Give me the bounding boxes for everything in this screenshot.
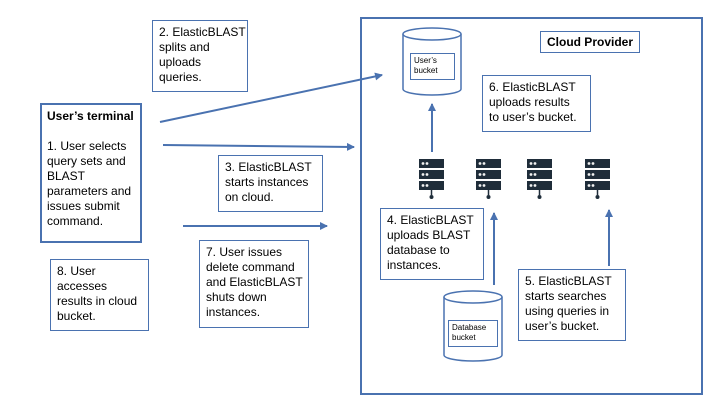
users-terminal-title: User’s terminal xyxy=(47,109,134,123)
cloud-provider-label: Cloud Provider xyxy=(540,31,640,53)
server-icon-4 xyxy=(585,159,610,199)
users-bucket-label: User’s bucket xyxy=(414,56,438,75)
step-5-box: 5. ElasticBLAST starts searches using qu… xyxy=(518,269,626,341)
step-6-box: 6. ElasticBLAST uploads results to user’… xyxy=(482,75,591,132)
step-3-box: 3. ElasticBLAST starts instances on clou… xyxy=(218,155,323,212)
arrow-upload-queries xyxy=(159,72,383,123)
server-icon-3 xyxy=(527,159,552,199)
terminal-line: 1. User selects xyxy=(47,139,127,153)
step-7-box: 7. User issues delete command and Elasti… xyxy=(199,240,309,328)
step-8-box: 8. User accesses results in cloud bucket… xyxy=(50,259,149,331)
step-4-box: 4. ElasticBLAST uploads BLAST database t… xyxy=(380,208,484,280)
arrow-start-instances xyxy=(162,142,355,151)
terminal-line: BLAST xyxy=(47,169,86,183)
terminal-line: query sets and xyxy=(47,154,126,168)
database-bucket-label-box xyxy=(448,320,498,347)
terminal-line: issues submit xyxy=(47,199,120,213)
users-terminal-box: User’s terminal 1. User selects query se… xyxy=(40,103,142,243)
terminal-line: command. xyxy=(47,214,104,228)
terminal-line: parameters and xyxy=(47,184,132,198)
server-icon-1 xyxy=(419,159,444,199)
cloud-provider-frame xyxy=(360,17,703,395)
server-icon-2 xyxy=(476,159,501,199)
database-bucket-label: Database bucket xyxy=(452,323,487,342)
step-2-box: 2. ElasticBLAST splits and uploads queri… xyxy=(152,20,248,92)
users-bucket-label-box xyxy=(410,53,455,80)
